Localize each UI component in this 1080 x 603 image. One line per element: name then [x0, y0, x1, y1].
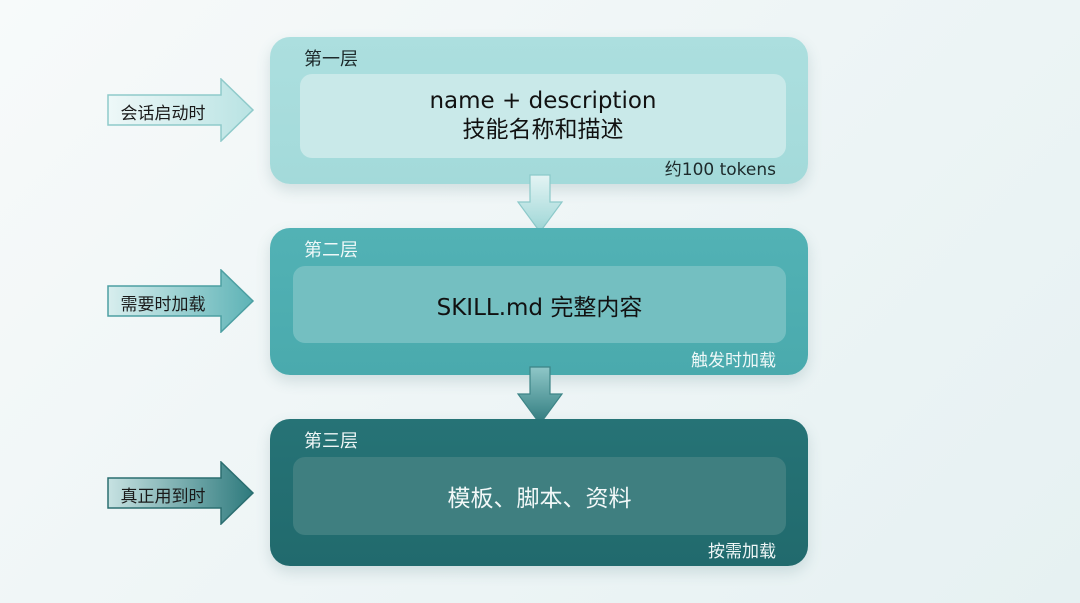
layer-2-box: 第二层 SKILL.md 完整内容 触发时加载	[270, 228, 808, 375]
arrow-right-icon	[107, 269, 255, 333]
layer-note: 约100 tokens	[664, 160, 776, 180]
layer-note: 按需加载	[708, 542, 776, 562]
layer-1-box: 第一层 name + description 技能名称和描述 约100 toke…	[270, 37, 808, 184]
layer-content-line1: 模板、脚本、资料	[447, 486, 632, 512]
layer-content-line1: name + description	[429, 88, 657, 114]
layer-3-box: 第三层 模板、脚本、资料 按需加载	[270, 419, 808, 566]
connector-arrow-2	[516, 366, 564, 426]
layer-content-line1: SKILL.md 完整内容	[436, 294, 643, 321]
arrow-down-icon	[516, 366, 564, 426]
trigger-arrow-session-start: 会话启动时	[107, 78, 255, 142]
connector-arrow-1	[516, 174, 564, 234]
trigger-label: 会话启动时	[120, 103, 206, 124]
layer-title: 第三层	[304, 431, 358, 452]
layer-title: 第二层	[304, 240, 358, 261]
layer-title: 第一层	[304, 49, 358, 70]
layer-content-box: 模板、脚本、资料	[293, 457, 786, 535]
layer-note: 触发时加载	[691, 351, 776, 371]
arrow-right-icon	[107, 78, 255, 142]
layer-content-box: name + description 技能名称和描述	[300, 74, 786, 158]
arrow-down-icon	[516, 174, 564, 234]
trigger-label: 真正用到时	[120, 486, 206, 507]
trigger-arrow-load-when-needed: 需要时加载	[107, 269, 255, 333]
layer-content-line2: 技能名称和描述	[462, 117, 624, 143]
trigger-arrow-actually-used: 真正用到时	[107, 461, 255, 525]
arrow-right-icon	[107, 461, 255, 525]
trigger-label: 需要时加载	[120, 294, 206, 315]
layer-content-box: SKILL.md 完整内容	[293, 266, 786, 343]
